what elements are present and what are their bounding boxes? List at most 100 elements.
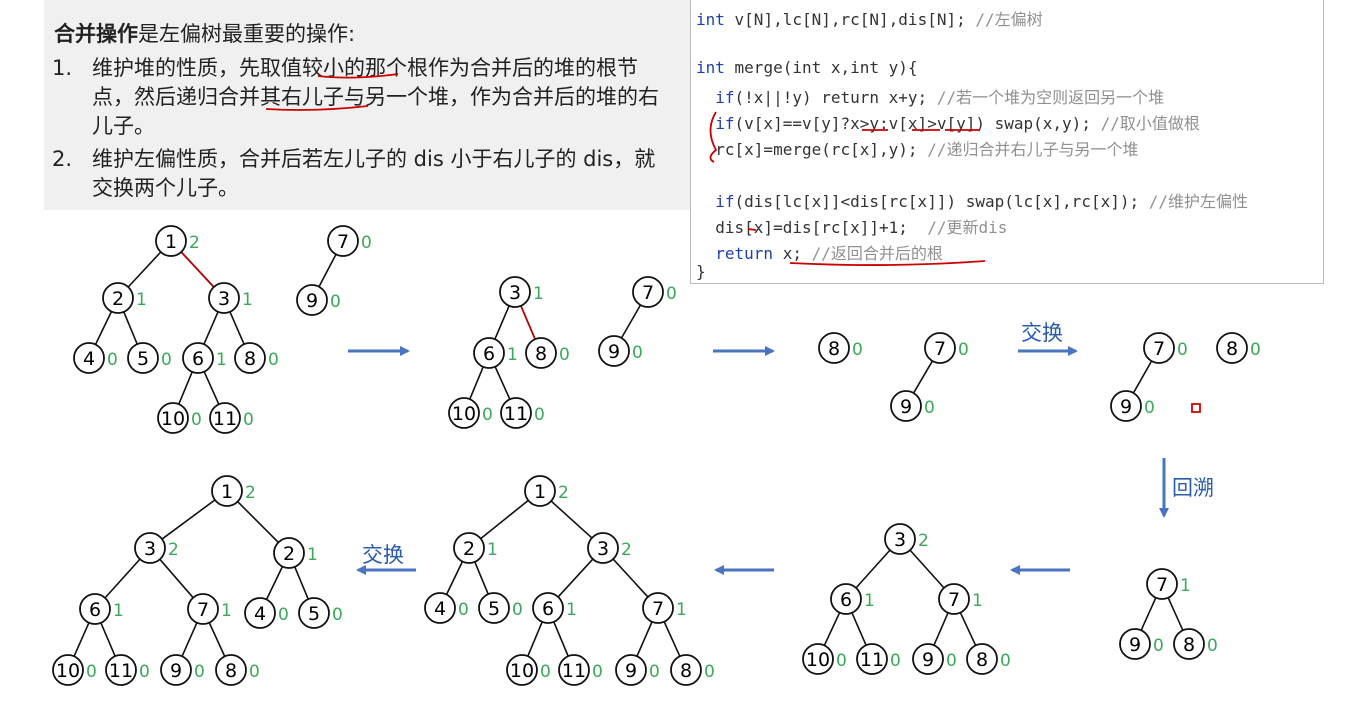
node-circle [1110,390,1142,422]
node-circle [127,342,159,374]
code-line: } [696,262,706,281]
backtrack-label: 回溯 [1172,476,1214,500]
node-circle [160,654,192,686]
tree-edge [855,549,891,589]
tree-edge [909,549,945,589]
node-circle [157,402,189,434]
node-dis: 0 [632,343,643,363]
node-dis: 0 [1207,636,1218,656]
node-dis: 0 [946,651,957,671]
highlighted-edge [180,251,215,288]
node-circle [966,643,998,675]
tree-edge [494,305,510,340]
node-circle [79,593,111,625]
tree-edge [161,499,216,540]
node-dis: 0 [161,350,172,370]
explanation-panel: 合并操作是左偏树最重要的操作: 1. 维护堆的性质，先取值较小的那个根作为合并后… [44,0,694,210]
node-dis: 0 [139,662,150,682]
node-dis: 2 [918,531,929,551]
node-value: 7 [948,589,960,611]
node-value: 10 [161,408,185,430]
node-dis: 2 [168,540,179,560]
node-dis: 0 [1177,340,1188,360]
node-value: 10 [510,660,534,682]
node-value: 8 [1183,634,1195,656]
node-circle [632,276,664,308]
node-value: 8 [244,348,256,370]
node-dis: 1 [242,290,253,310]
tree-edge [203,311,219,345]
node-circle [298,597,330,629]
node-value: 11 [860,649,884,671]
intro-bold: 合并操作 [54,22,138,46]
node-value: 7 [197,599,209,621]
tree-edge [912,360,934,394]
tree-edge [1132,360,1153,394]
node-value: 7 [642,282,654,304]
node-dis: 1 [307,545,318,565]
node-dis: 0 [924,398,935,418]
node-dis: 0 [1144,398,1155,418]
node-circle [1143,332,1175,364]
node-circle [134,532,166,564]
node-dis: 0 [512,600,523,620]
tree-edge [557,558,594,598]
node-dis: 0 [194,662,205,682]
node-dis: 2 [189,233,200,253]
node-value: 7 [1156,574,1168,596]
tree-edge [318,253,337,288]
node-value: 5 [308,603,320,625]
bracket-annotation [709,111,718,163]
node-circle [830,583,862,615]
tree-edge [294,566,309,600]
list-item-text: 维护堆的性质，先取值较小的那个根作为合并后的堆的根节点，然后递归合并其右儿子与另… [92,56,659,138]
node-value: 3 [894,529,906,551]
node-circle [912,643,944,675]
node-value: 4 [254,603,266,625]
node-value: 7 [652,598,664,620]
node-dis: 0 [1153,636,1164,656]
tree-edge [1140,597,1157,631]
node-circle [890,390,922,422]
node-dis: 1 [221,601,232,621]
node-dis: 0 [704,662,715,682]
tree-edge [265,566,284,600]
node-value: 9 [1120,396,1132,418]
node-circle [52,654,84,686]
node-value: 8 [535,343,547,365]
node-circle [448,397,480,429]
node-dis: 2 [621,540,632,560]
tree-edge [959,612,977,646]
node-dis: 0 [330,292,341,312]
code-line: return x; //返回合并后的根 [696,244,943,263]
node-value: 6 [840,589,852,611]
node-dis: 0 [1000,651,1011,671]
tree-edge [94,311,113,345]
node-circle [473,337,505,369]
tree-node: 10 0 [506,654,551,686]
node-circle [478,592,510,624]
node-value: 10 [56,660,80,682]
node-circle [924,332,956,364]
node-dis: 0 [540,662,551,682]
node-dis: 0 [666,284,677,304]
node-dis: 1 [676,600,687,620]
